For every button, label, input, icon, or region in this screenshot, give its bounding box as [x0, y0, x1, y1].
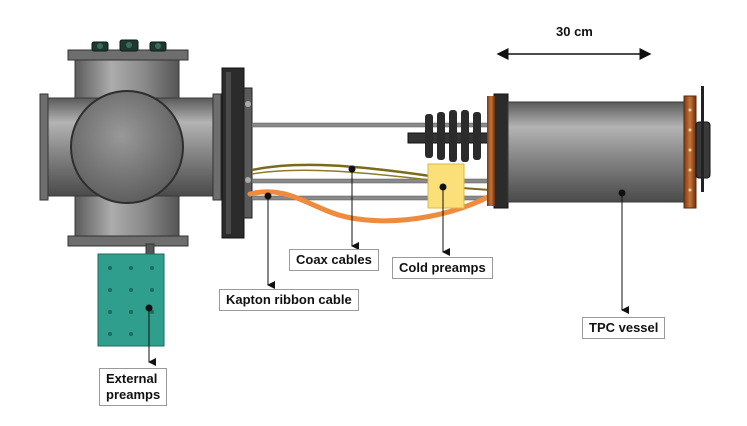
main-flange: [221, 67, 253, 239]
kapton-cable: [247, 189, 493, 224]
six-way-cross: [39, 39, 222, 255]
label-coax-cables: Coax cables: [289, 249, 379, 271]
external-preamp-box: [97, 253, 165, 347]
coax-cable-1: [251, 163, 431, 178]
label-external-line2: preamps: [106, 387, 161, 402]
bottom-feedthrough: [145, 243, 155, 255]
leader-dots: [145, 165, 626, 312]
cross-flange-left: [39, 93, 49, 201]
coax-cable-2: [251, 169, 431, 181]
cross-viewport: [70, 90, 184, 204]
label-tpc-vessel: TPC vessel: [582, 317, 666, 339]
top-feedthroughs: [91, 39, 167, 52]
label-kapton-ribbon-cable: Kapton ribbon cable: [219, 289, 359, 311]
hv-bellows: [407, 110, 499, 162]
cross-flange-right: [212, 93, 222, 201]
label-cold-preamps: Cold preamps: [392, 257, 493, 279]
coax-cable-3: [461, 187, 491, 191]
tpc-vessel-body: [487, 86, 711, 209]
leader-lines: [148, 169, 629, 366]
label-external-line1: External: [106, 371, 158, 386]
label-external-preamps: External preamps: [99, 368, 168, 406]
scale-label: 30 cm: [556, 24, 593, 39]
cross-flange-bottom: [67, 235, 189, 247]
